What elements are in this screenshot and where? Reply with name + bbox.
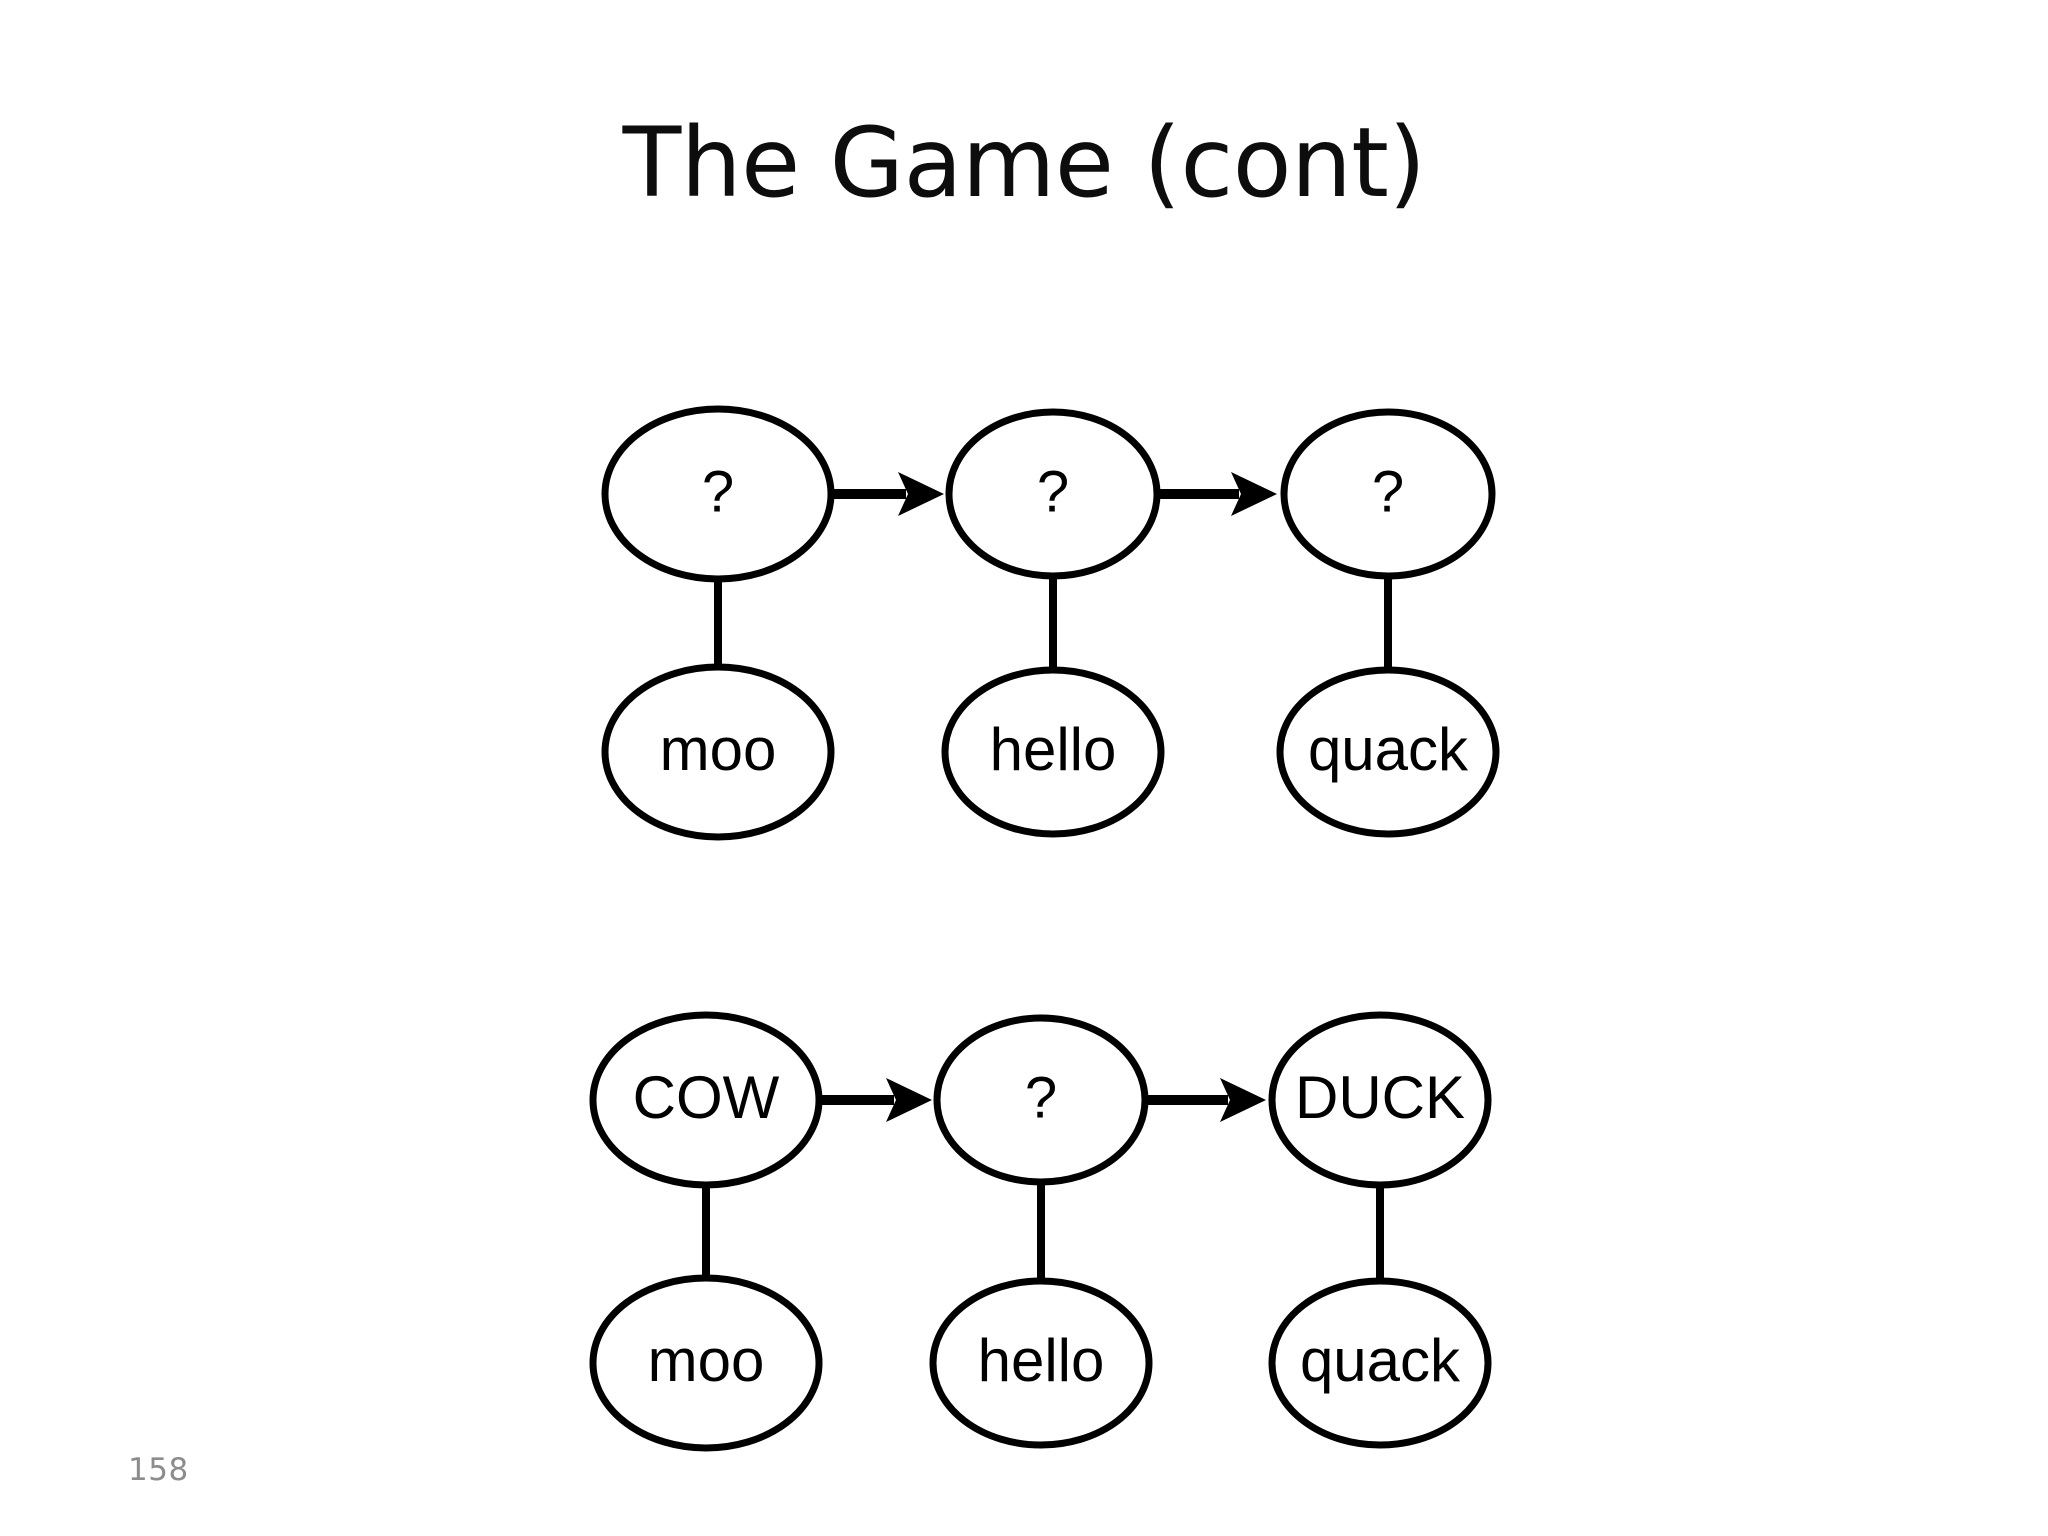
graph-node-g2-h2[interactable]: ?: [933, 1014, 1149, 1186]
node-label-g1-h2: ?: [1037, 459, 1069, 524]
node-label-g2-o3: quack: [1300, 1327, 1461, 1394]
node-ellipse-g1-h3: [1280, 408, 1496, 580]
graph-node-g2-h1[interactable]: COW: [589, 1011, 823, 1189]
page-number: 158: [128, 1452, 189, 1488]
node-ellipse-g1-o2: [941, 666, 1165, 838]
transition-arrow-g2-h1-to-g2-h2: [821, 1078, 932, 1122]
node-label-g1-h3: ?: [1372, 459, 1404, 524]
graph-node-g2-o3[interactable]: quack: [1268, 1277, 1492, 1449]
page-title: The Game (cont): [622, 107, 1426, 219]
node-label-g2-o2: hello: [978, 1327, 1105, 1394]
transition-arrow-g1-h1-to-g1-h2: [833, 472, 944, 516]
node-ellipse-g2-o1: [589, 1274, 823, 1452]
diagram-group-1: ??? moo hello quack: [601, 405, 1500, 841]
graph-node-g1-o3[interactable]: quack: [1276, 666, 1500, 838]
graph-node-g1-h2[interactable]: ?: [945, 408, 1161, 580]
node-label-g2-h3: DUCK: [1295, 1064, 1465, 1131]
diagram-group-2: COW? DUCK moo hello quack: [589, 1011, 1492, 1452]
node-label-g1-h1: ?: [702, 459, 734, 524]
graph-node-g1-h3[interactable]: ?: [1280, 408, 1496, 580]
node-label-g1-o1: moo: [660, 716, 777, 783]
node-label-g2-o1: moo: [648, 1327, 765, 1394]
graph-node-g1-h1[interactable]: ?: [601, 405, 835, 583]
node-ellipse-g2-o3: [1268, 1277, 1492, 1449]
node-ellipse-g2-h2: [933, 1014, 1149, 1186]
node-label-g1-o3: quack: [1308, 716, 1469, 783]
node-ellipse-g1-o3: [1276, 666, 1500, 838]
node-ellipse-g2-o2: [929, 1277, 1153, 1449]
arrow-head-icon: [898, 472, 944, 516]
graph-node-g2-o2[interactable]: hello: [929, 1277, 1153, 1449]
graph-node-g1-o1[interactable]: moo: [601, 663, 835, 841]
arrow-head-icon: [1231, 472, 1277, 516]
graph-node-g1-o2[interactable]: hello: [941, 666, 1165, 838]
node-label-g2-h1: COW: [633, 1064, 780, 1131]
node-ellipse-g1-o1: [601, 663, 835, 841]
transition-arrow-g2-h2-to-g2-h3: [1147, 1078, 1266, 1122]
node-ellipse-g2-h3: [1268, 1011, 1492, 1189]
graph-node-g2-o1[interactable]: moo: [589, 1274, 823, 1452]
node-ellipse-g1-h1: [601, 405, 835, 583]
transition-arrow-g1-h2-to-g1-h3: [1159, 472, 1277, 516]
graph-node-g2-h3[interactable]: DUCK: [1268, 1011, 1492, 1189]
arrow-head-icon: [886, 1078, 932, 1122]
node-label-g2-h2: ?: [1025, 1065, 1057, 1130]
arrow-head-icon: [1220, 1078, 1266, 1122]
node-ellipse-g1-h2: [945, 408, 1161, 580]
node-ellipse-g2-h1: [589, 1011, 823, 1189]
node-label-g1-o2: hello: [990, 716, 1117, 783]
